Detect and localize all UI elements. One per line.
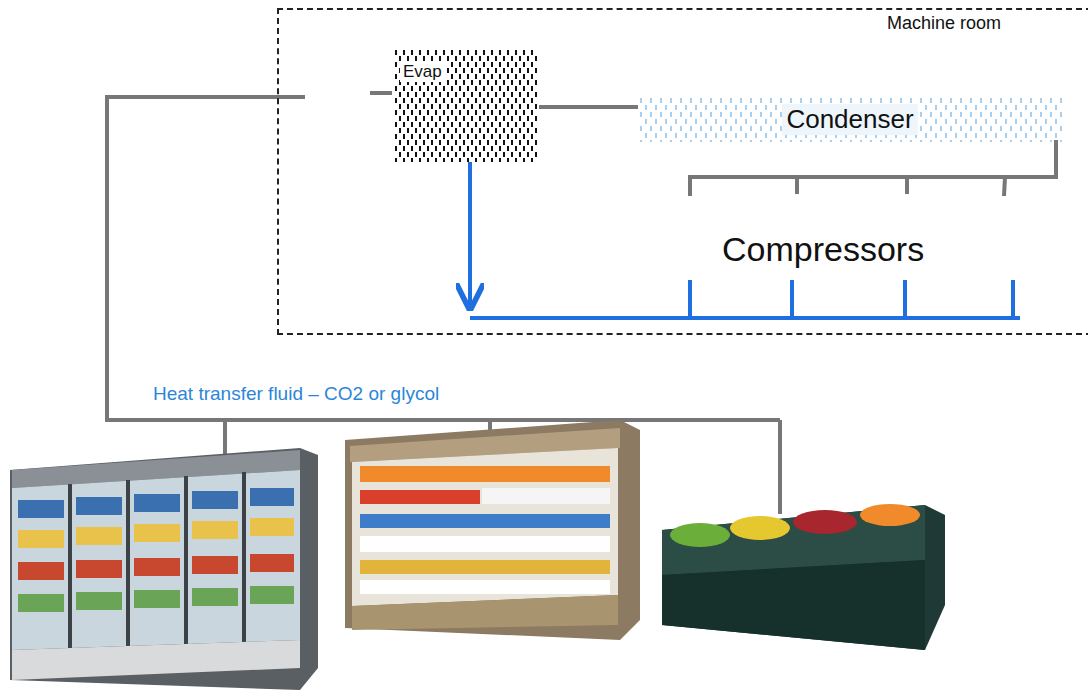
machine-room-region: Machine roomEvapCondenser — [277, 8, 1088, 335]
condenser-box: Condenser — [638, 97, 1062, 142]
produce-case — [662, 504, 945, 650]
fluid-label: Heat transfer fluid – CO2 or glycol — [153, 383, 439, 405]
box-label: Condenser — [782, 104, 917, 135]
component-label: Compressors — [722, 230, 924, 269]
multideck-case — [345, 420, 640, 640]
pipe-connector — [539, 105, 638, 109]
suction-line — [470, 162, 1020, 318]
evaporator-box: Evap — [394, 50, 539, 162]
region-title: Machine room — [887, 13, 1001, 34]
discharge-bracket — [690, 140, 1056, 196]
box-label: Evap — [400, 62, 445, 82]
glass-door-case — [10, 448, 318, 690]
